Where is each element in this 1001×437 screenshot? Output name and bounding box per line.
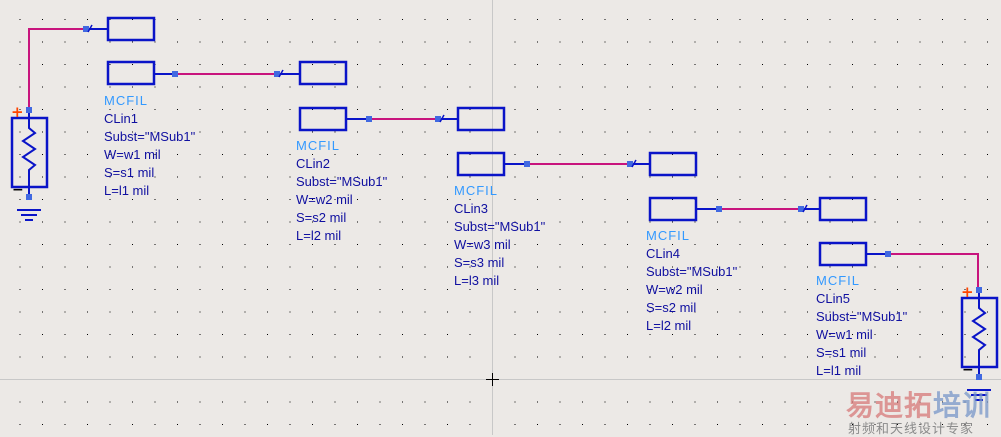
component-param: W=w2 mil (646, 282, 703, 297)
component-param: L=l2 mil (296, 228, 341, 243)
component-name: CLin5 (816, 291, 850, 306)
pin-icon[interactable] (524, 161, 530, 167)
component-param: S=s2 mil (646, 300, 696, 315)
component-param: S=s2 mil (296, 210, 346, 225)
component-param: W=w1 mil (816, 327, 873, 342)
component-param: Subst="MSub1" (296, 174, 388, 189)
component-type: MCFIL (816, 273, 860, 288)
component-param: W=w2 mil (296, 192, 353, 207)
component-type: MCFIL (454, 183, 498, 198)
pin-icon[interactable] (885, 251, 891, 257)
pin-tick-icon (631, 159, 637, 168)
pin-icon[interactable] (976, 287, 982, 293)
component-name: CLin3 (454, 201, 488, 216)
component-name: CLin2 (296, 156, 330, 171)
watermark-brand-b: 培训 (933, 389, 992, 422)
pin-icon[interactable] (627, 161, 633, 167)
pin-icon[interactable] (435, 116, 441, 122)
pin-tick-icon (439, 114, 445, 123)
component-type: MCFIL (104, 93, 148, 108)
plus-sign: + (961, 283, 974, 301)
component-param: S=s1 mil (104, 165, 154, 180)
pin-tick-icon (802, 204, 808, 213)
origin-crosshair-icon (486, 373, 499, 386)
component-param: L=l1 mil (104, 183, 149, 198)
pin-icon[interactable] (26, 194, 32, 200)
component-type: MCFIL (296, 138, 340, 153)
component-param: L=l2 mil (646, 318, 691, 333)
component-param: Subst="MSub1" (454, 219, 546, 234)
component-param: L=l1 mil (816, 363, 861, 378)
watermark-tagline: 射频和天线设计专家 (848, 422, 975, 437)
pin-icon[interactable] (366, 116, 372, 122)
component-param: S=s3 mil (454, 255, 504, 270)
component-name: CLin4 (646, 246, 680, 261)
resistor-icon (971, 303, 987, 378)
component-param: Subst="MSub1" (816, 309, 908, 324)
component-type: MCFIL (646, 228, 690, 243)
wire (888, 253, 979, 290)
wire (28, 28, 86, 110)
watermark-brand: 易迪拓培训 (846, 384, 991, 424)
pin-tick-icon (87, 24, 93, 33)
minus-sign: − (962, 362, 974, 378)
pin-icon[interactable] (716, 206, 722, 212)
component-param: S=s1 mil (816, 345, 866, 360)
minus-sign: − (12, 182, 24, 198)
component-param: Subst="MSub1" (646, 264, 738, 279)
pin-icon[interactable] (274, 71, 280, 77)
resistor-icon (21, 123, 37, 198)
component-param: W=w1 mil (104, 147, 161, 162)
component-name: CLin1 (104, 111, 138, 126)
terminal-1[interactable]: +− (10, 103, 49, 221)
pin-icon[interactable] (976, 374, 982, 380)
pin-icon[interactable] (798, 206, 804, 212)
pin-icon[interactable] (26, 107, 32, 113)
pin-icon[interactable] (83, 26, 89, 32)
plus-sign: + (11, 103, 24, 121)
component-param: Subst="MSub1" (104, 129, 196, 144)
component-param: L=l3 mil (454, 273, 499, 288)
pin-icon[interactable] (172, 71, 178, 77)
terminal-2[interactable]: +− (960, 283, 999, 401)
watermark-brand-a: 易迪拓 (846, 389, 934, 422)
component-param: W=w3 mil (454, 237, 511, 252)
pin-tick-icon (278, 69, 284, 78)
